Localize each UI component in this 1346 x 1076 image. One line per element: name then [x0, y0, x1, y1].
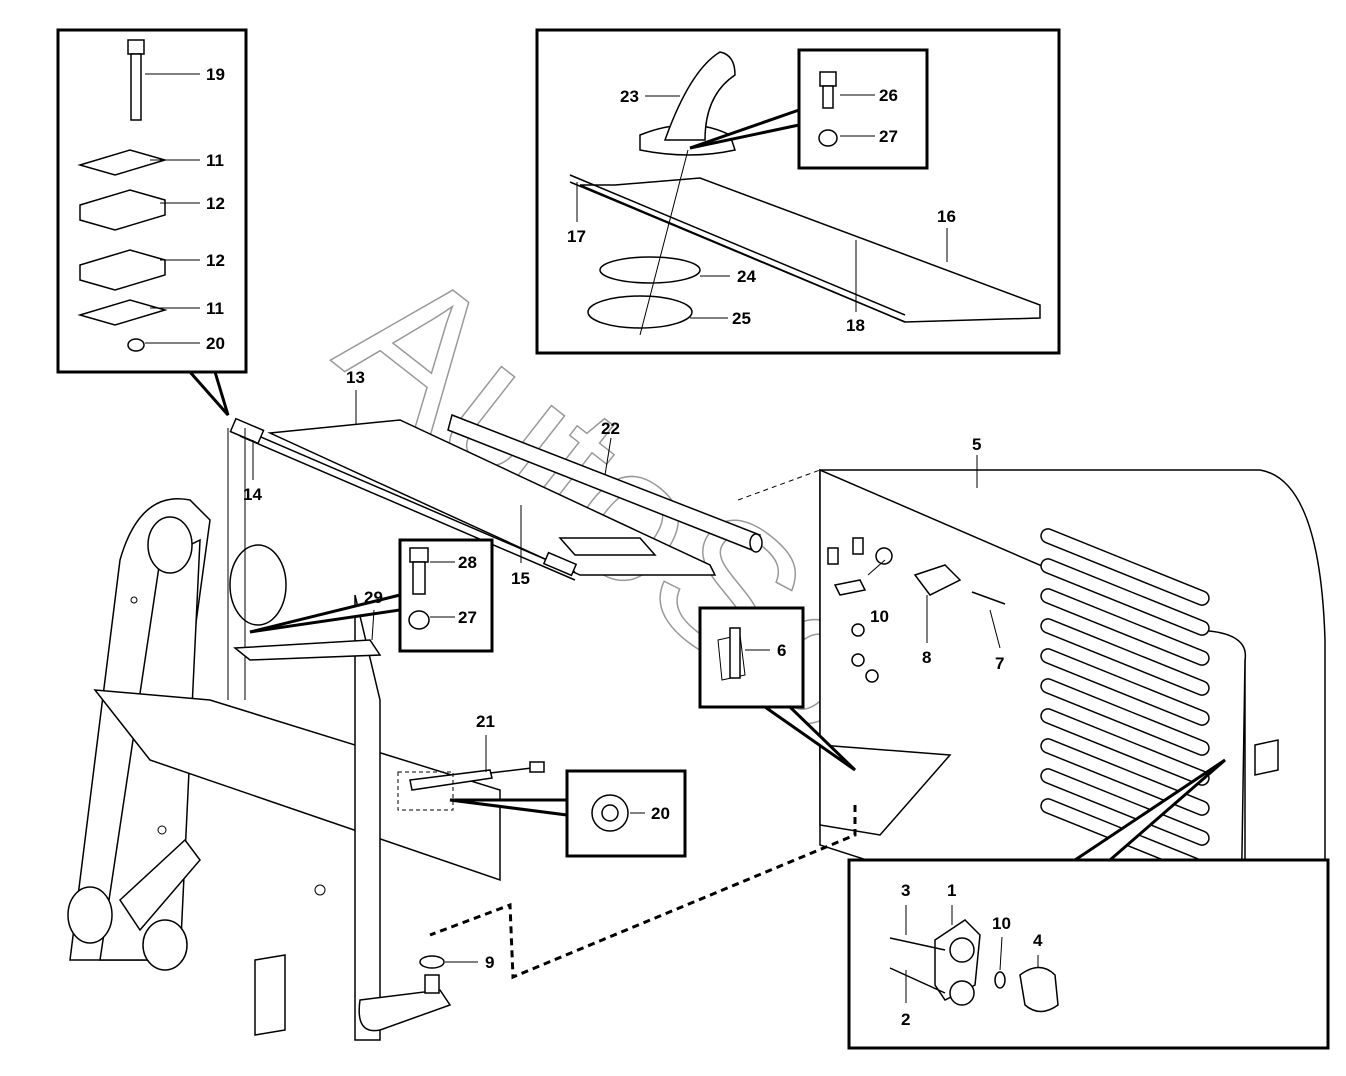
callout-28: 28 — [458, 553, 477, 572]
callout-1: 1 — [947, 881, 956, 900]
inset-lever — [535, 28, 1061, 355]
callout-8: 8 — [922, 648, 931, 667]
callout-7: 7 — [995, 654, 1004, 673]
callout-11: 11 — [206, 151, 224, 170]
cover-plate-13 — [229, 413, 763, 581]
callout-16: 16 — [937, 207, 956, 226]
callout-27: 27 — [458, 608, 477, 627]
callout-25: 25 — [732, 309, 751, 328]
callout-12: 12 — [206, 194, 225, 213]
inset-bolt-washer — [233, 538, 494, 661]
callout-22: 22 — [601, 419, 620, 438]
inset-latch — [847, 758, 1330, 1050]
callout-24: 24 — [737, 267, 756, 286]
callout-11: 11 — [206, 299, 224, 318]
callout-21: 21 — [476, 712, 495, 731]
callout-12: 12 — [206, 251, 225, 270]
inset-nut — [449, 769, 687, 858]
callout-3: 3 — [901, 881, 910, 900]
inset-pin — [698, 606, 857, 772]
callout-17: 17 — [567, 227, 586, 246]
frame-structure — [67, 498, 501, 1041]
callout-10: 10 — [870, 607, 889, 626]
callout-19: 19 — [206, 65, 225, 84]
callout-6: 6 — [777, 641, 786, 660]
callout-5: 5 — [972, 435, 981, 454]
gas-strut-21 — [397, 761, 545, 811]
callout-14: 14 — [243, 485, 262, 504]
callout-labels: 19 11 12 12 11 20 23 26 27 17 16 24 25 1… — [206, 65, 1043, 1029]
inset-bolt-clamp — [56, 28, 248, 416]
callout-9: 9 — [485, 953, 494, 972]
callout-20: 20 — [206, 334, 225, 353]
callout-18: 18 — [846, 316, 865, 335]
callout-23: 23 — [620, 87, 639, 106]
callout-27: 27 — [879, 127, 898, 146]
housing-5 — [819, 468, 1326, 1001]
connection-dashed-line — [429, 805, 857, 980]
vent-slots — [1040, 528, 1210, 876]
callout-4: 4 — [1033, 931, 1043, 950]
callout-15: 15 — [511, 569, 530, 588]
callout-13: 13 — [346, 368, 365, 387]
callout-26: 26 — [879, 86, 898, 105]
callout-2: 2 — [901, 1010, 910, 1029]
callout-10: 10 — [992, 914, 1011, 933]
callout-20: 20 — [651, 804, 670, 823]
callout-29: 29 — [364, 588, 383, 607]
